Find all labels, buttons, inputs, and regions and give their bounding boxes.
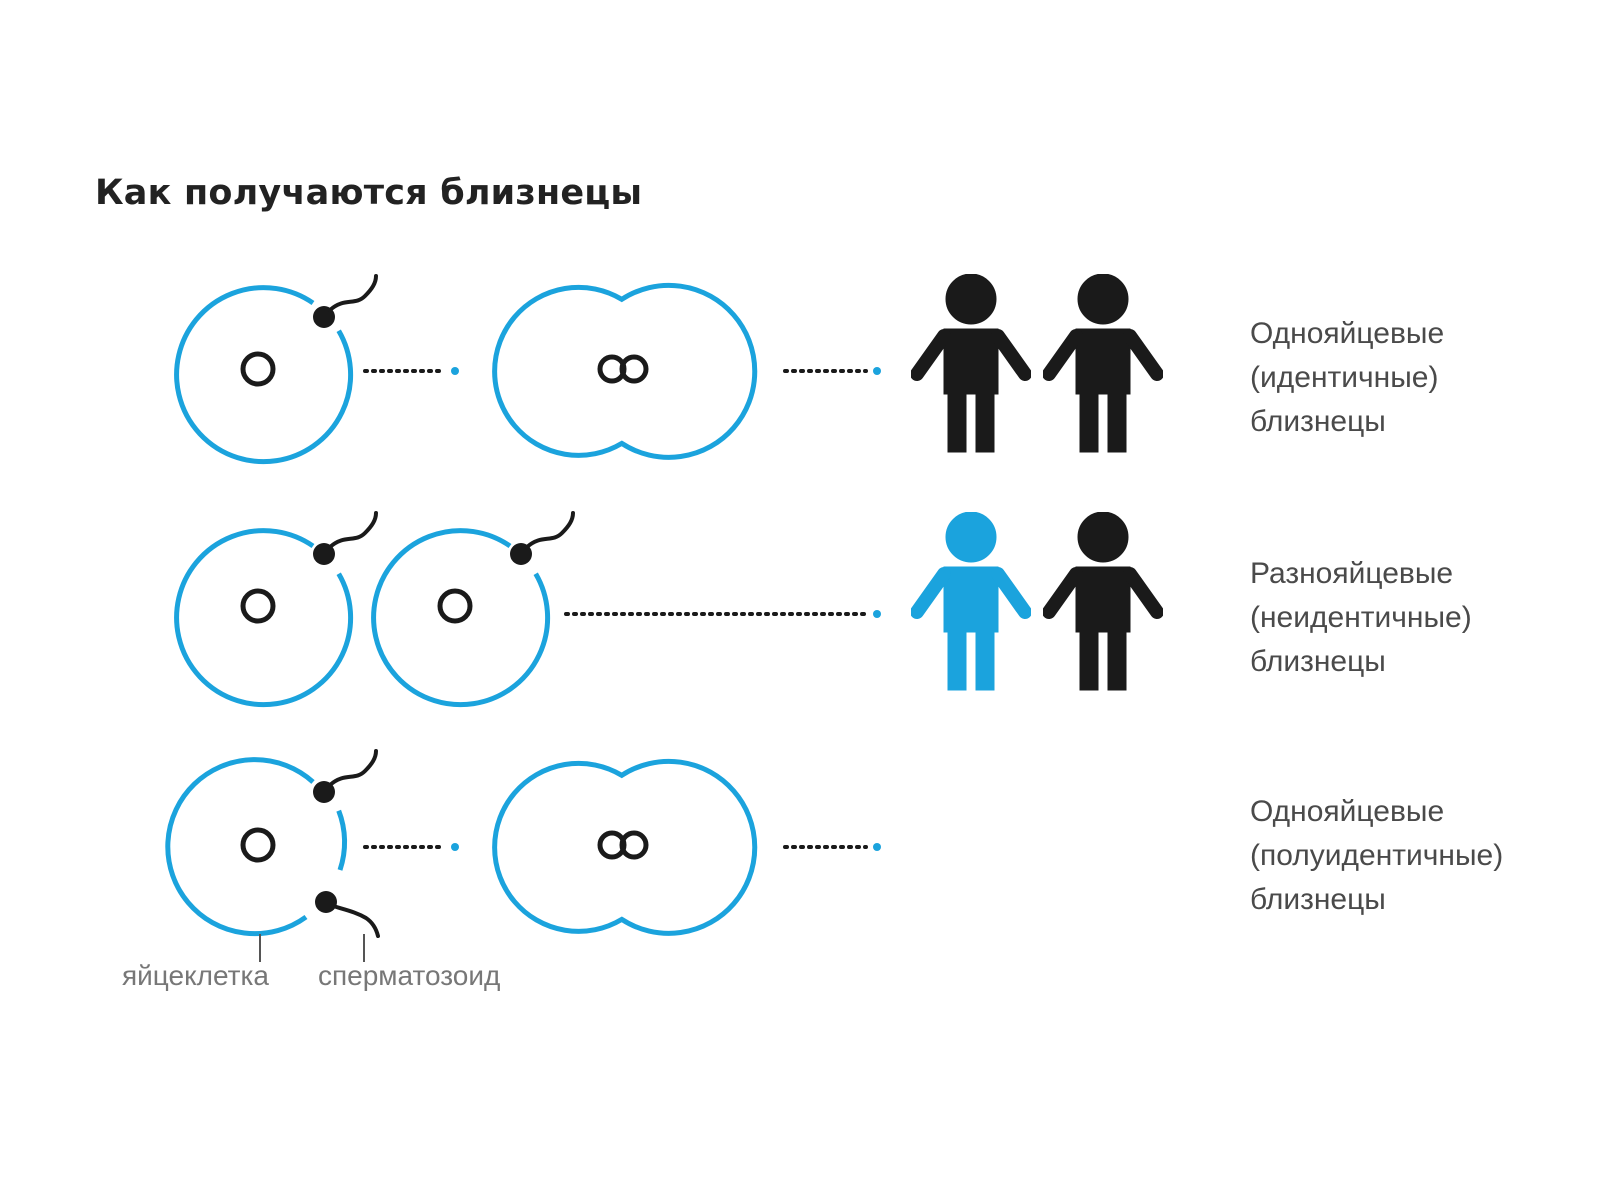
dotted-connector <box>564 610 881 618</box>
dividing-cell-icon <box>492 282 758 460</box>
child-figure-icon <box>917 512 1025 690</box>
row-2-label: Разнояйцевые (неидентичные) близнецы <box>1250 552 1472 684</box>
egg-cell-icon <box>174 528 354 708</box>
row-label-line: (неидентичные) <box>1250 601 1472 634</box>
sperm-icon <box>510 511 575 565</box>
row-label-line: близнецы <box>1250 645 1386 678</box>
row-label-line: Однояйцевые <box>1250 795 1445 828</box>
child-figure-icon <box>1049 750 1157 928</box>
row-label-line: близнецы <box>1250 405 1386 438</box>
child-figure-icon <box>917 750 1025 928</box>
row-label-line: Разнояйцевые <box>1250 557 1454 590</box>
row-label-line: (полуидентичные) <box>1250 839 1504 872</box>
sperm-callout-label: сперматозоид <box>318 960 501 991</box>
egg-cell-icon <box>165 757 348 937</box>
sperm-icon <box>313 749 378 803</box>
child-figure-icon <box>1049 512 1157 690</box>
row-2-fraternal <box>174 511 1157 708</box>
egg-callout-label: яйцеклетка <box>122 960 269 991</box>
dotted-connector <box>783 843 881 851</box>
row-label-line: близнецы <box>1250 883 1386 916</box>
egg-cell-icon <box>371 528 551 708</box>
sperm-icon <box>315 891 380 938</box>
dividing-cell-icon <box>492 758 758 936</box>
row-label-line: Однояйцевые <box>1250 317 1445 350</box>
row-1-label: Однояйцевые (идентичные) близнецы <box>1250 312 1444 444</box>
sperm-icon <box>313 511 378 565</box>
callout-lines <box>259 934 365 962</box>
dotted-connector <box>363 367 459 375</box>
row-3-semi-identical <box>165 749 1157 962</box>
row-label-line: (идентичные) <box>1250 361 1439 394</box>
dotted-connector <box>363 843 459 851</box>
page-title: Как получаются близнецы <box>95 173 643 213</box>
child-figure-icon <box>917 274 1025 452</box>
egg-cell-icon <box>174 285 354 465</box>
child-figure-icon <box>1049 274 1157 452</box>
row-1-identical <box>174 274 1157 465</box>
dotted-connector <box>783 367 881 375</box>
row-3-label: Однояйцевые (полуидентичные) близнецы <box>1250 790 1503 922</box>
sperm-icon <box>313 274 378 328</box>
